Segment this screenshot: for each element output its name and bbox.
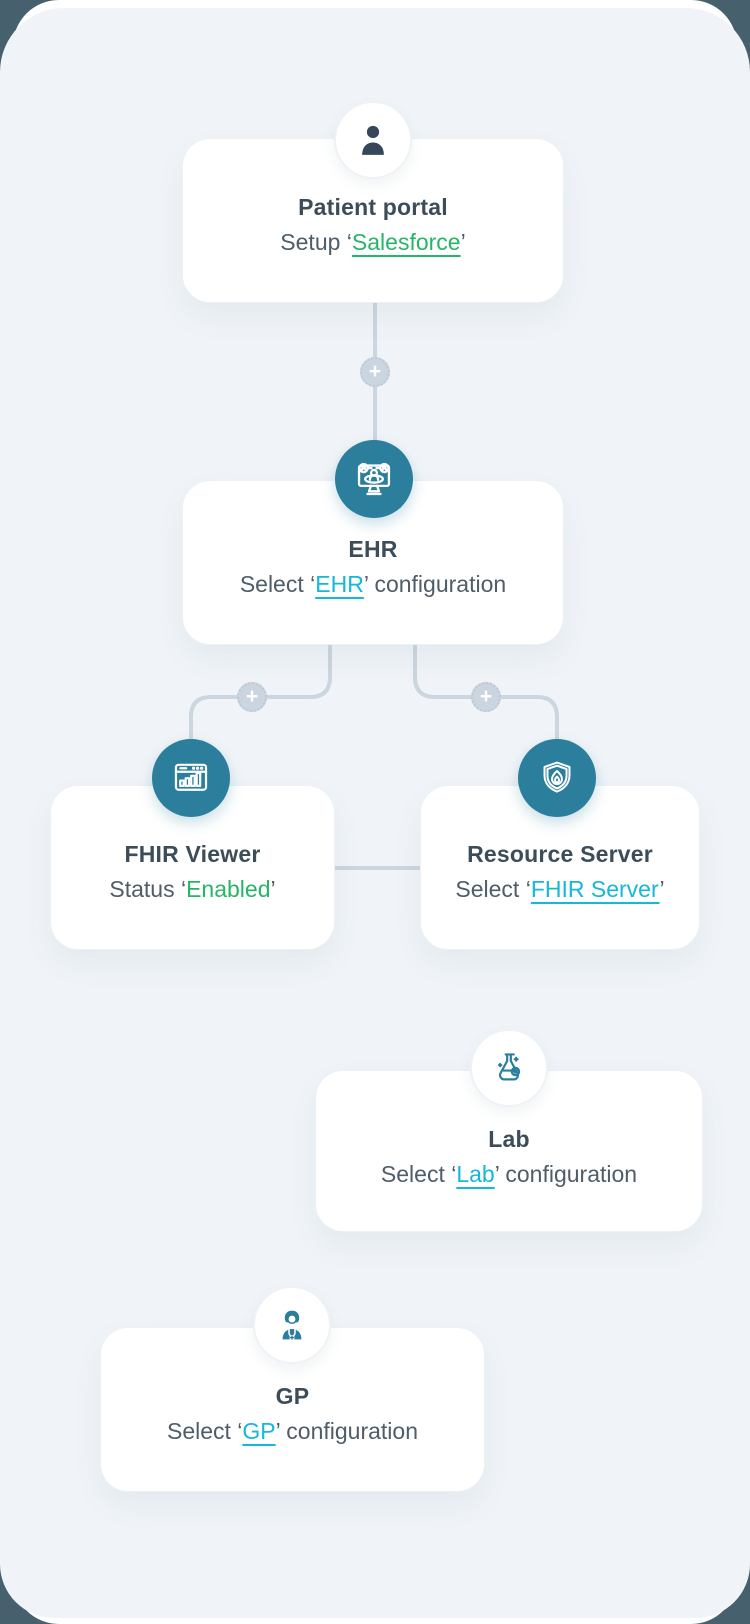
node-subtitle: Select ‘Lab’ configuration — [316, 1159, 702, 1189]
node-title: GP — [275, 1383, 310, 1409]
subtitle-suffix: ’ — [659, 876, 665, 902]
plus-icon: + — [368, 359, 382, 383]
node-subtitle: Setup ‘Salesforce’ — [183, 227, 563, 257]
node-title: Resource Server — [467, 841, 653, 867]
lab-flask-icon — [498, 1053, 521, 1081]
node-subtitle: Select ‘FHIR Server’ — [421, 874, 699, 904]
resource-server-icon-badge — [518, 739, 596, 817]
subtitle-suffix: ’ — [270, 876, 276, 902]
node-title: EHR — [348, 536, 398, 562]
plus-icon: + — [479, 684, 493, 708]
subtitle-prefix: Select ‘ — [455, 876, 531, 902]
ehr-link[interactable]: EHR — [315, 571, 364, 597]
fhir-viewer-icon-badge — [152, 739, 230, 817]
node-title: Lab — [488, 1126, 530, 1152]
subtitle-prefix: Setup ‘ — [280, 229, 352, 255]
fhir-server-link[interactable]: FHIR Server — [530, 876, 660, 902]
subtitle-prefix: Select ‘ — [380, 1161, 457, 1187]
subtitle-suffix: ’ configuration — [275, 1418, 419, 1444]
subtitle-suffix: ’ configuration — [363, 571, 507, 597]
gp-icon-badge — [253, 1286, 331, 1364]
subtitle-prefix: Select ‘ — [239, 571, 316, 597]
node-subtitle: Select ‘EHR’ configuration — [183, 569, 563, 599]
add-step-button[interactable]: + — [360, 357, 390, 387]
shield-flame-icon — [543, 761, 571, 793]
status-value: Enabled — [186, 876, 271, 902]
user-icon — [362, 125, 384, 155]
ehr-monitor-icon — [357, 462, 391, 496]
add-step-button[interactable]: + — [237, 682, 267, 712]
lab-icon-badge — [470, 1029, 548, 1107]
node-subtitle: Status ‘Enabled’ — [51, 874, 334, 904]
doctor-icon — [282, 1310, 302, 1341]
gp-link[interactable]: GP — [242, 1418, 276, 1444]
patient-portal-icon-badge — [334, 101, 412, 179]
subtitle-suffix: ’ configuration — [494, 1161, 638, 1187]
subtitle-suffix: ’ — [460, 229, 466, 255]
add-step-button[interactable]: + — [471, 682, 501, 712]
node-subtitle: Select ‘GP’ configuration — [101, 1416, 484, 1446]
browser-chart-icon — [174, 763, 208, 791]
subtitle-prefix: Status ‘ — [109, 876, 187, 902]
plus-icon: + — [245, 684, 259, 708]
node-title: Patient portal — [298, 194, 448, 220]
lab-link[interactable]: Lab — [456, 1161, 495, 1187]
ehr-icon-badge — [335, 440, 413, 518]
node-title: FHIR Viewer — [124, 841, 261, 867]
salesforce-link[interactable]: Salesforce — [351, 229, 461, 255]
subtitle-prefix: Select ‘ — [166, 1418, 243, 1444]
